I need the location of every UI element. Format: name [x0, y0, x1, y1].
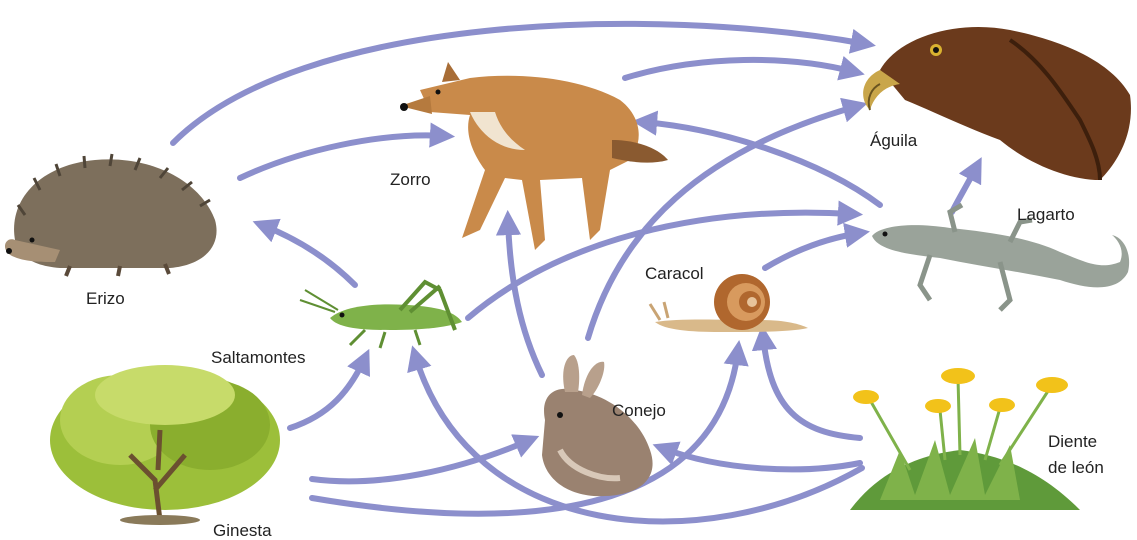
eagle-icon	[863, 27, 1131, 180]
arrow-ginesta-to-saltamontes	[290, 358, 365, 428]
arrow-zorro-to-aguila	[625, 60, 855, 78]
label-caracol: Caracol	[645, 264, 704, 283]
label-zorro: Zorro	[390, 170, 431, 189]
label-lagarto: Lagarto	[1017, 205, 1075, 224]
grasshopper-icon	[300, 282, 462, 348]
label-saltamontes: Saltamontes	[211, 348, 306, 367]
label-erizo: Erizo	[86, 289, 125, 308]
hedgehog-icon	[5, 154, 217, 276]
arrow-lagarto-to-aguila	[952, 166, 977, 212]
rabbit-icon	[542, 355, 653, 496]
label-ginesta: Ginesta	[213, 521, 272, 540]
broom-plant-icon	[50, 365, 280, 525]
arrow-diente-to-caracol	[763, 335, 860, 438]
fox-icon	[400, 62, 668, 250]
label-aguila: Águila	[870, 131, 918, 150]
arrow-saltamontes-to-erizo	[262, 225, 355, 285]
label-diente-line1: Diente	[1048, 432, 1097, 451]
label-conejo: Conejo	[612, 401, 666, 420]
lizard-icon	[872, 205, 1129, 310]
dandelion-icon	[850, 368, 1080, 510]
label-diente-line2: de león	[1048, 458, 1104, 477]
arrow-caracol-to-lagarto	[765, 233, 860, 268]
